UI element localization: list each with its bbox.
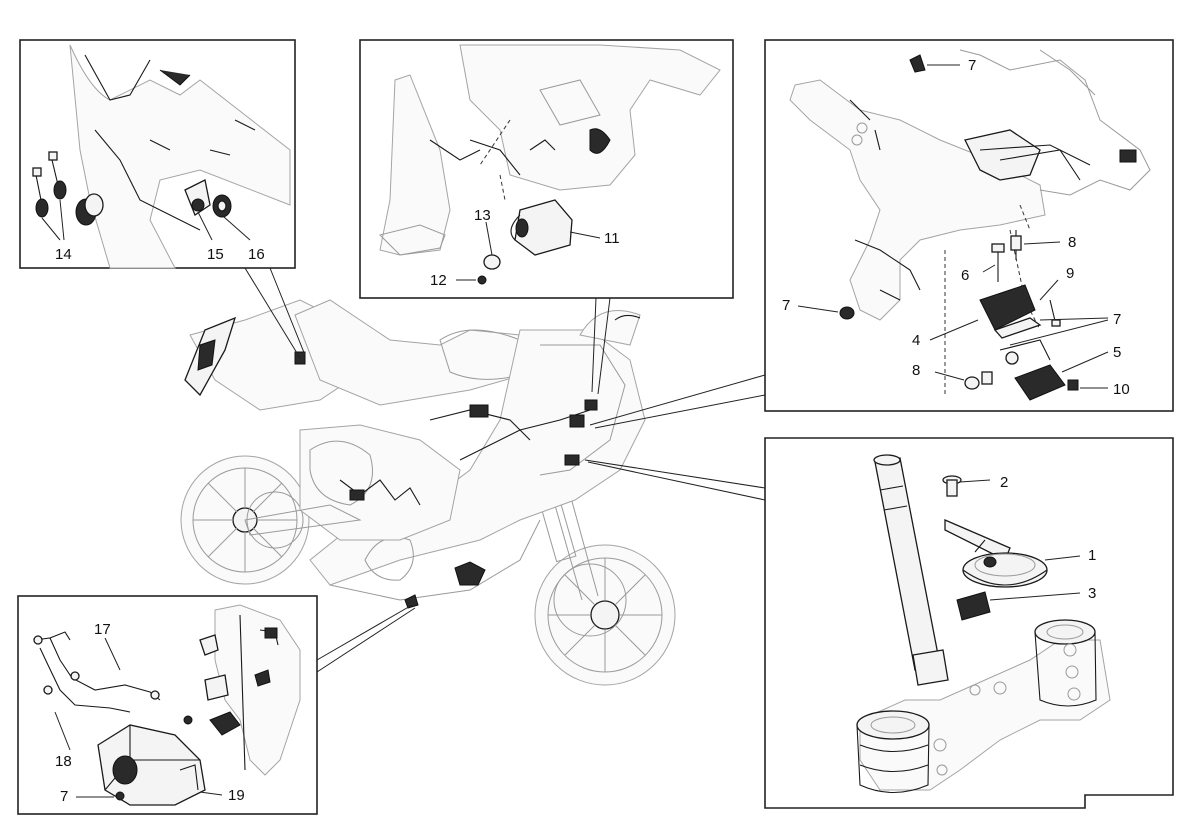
steering-stem [873, 454, 949, 686]
callout-2: 2 [1000, 474, 1008, 491]
bracket-5 [999, 339, 1066, 401]
callout-7-top: 7 [968, 57, 976, 74]
callout-18: 18 [55, 753, 72, 770]
callout-7-left: 7 [782, 297, 790, 314]
panel-top-middle: 11 13 12 [359, 39, 734, 299]
bolt-6 [991, 243, 1005, 282]
callout-3: 3 [1088, 585, 1096, 602]
callout-8-lower: 8 [912, 362, 920, 379]
cable-17-18 [33, 631, 161, 713]
callout-17: 17 [94, 621, 111, 638]
panel-bottom-right: 2 1 3 [764, 437, 1174, 809]
grommet [75, 193, 104, 226]
callout-7-bottom: 7 [60, 788, 68, 805]
callout-15: 15 [207, 246, 224, 263]
nut-7-left [839, 306, 855, 320]
bolt-2 [942, 475, 962, 497]
panel-top-left: 14 15 16 [19, 39, 296, 269]
front-wheel [534, 544, 676, 686]
washer-13 [483, 254, 501, 270]
callout-9: 9 [1066, 265, 1074, 282]
bolts-14 [32, 151, 67, 218]
callout-7-right: 7 [1113, 311, 1121, 328]
mounting-bracket [183, 604, 301, 776]
spacer-8-upper [1010, 230, 1022, 260]
clip-15 [184, 179, 211, 216]
panel-leader-lines [244, 267, 766, 673]
callout-13: 13 [474, 207, 491, 224]
actuator-19 [97, 724, 206, 806]
relay-11 [510, 199, 573, 256]
callout-6: 6 [961, 267, 969, 284]
bushing-16 [212, 194, 232, 218]
motorcycle-illustration [180, 299, 676, 686]
callout-12: 12 [430, 272, 447, 289]
callout-10: 10 [1113, 381, 1130, 398]
callout-8-upper: 8 [1068, 234, 1076, 251]
callout-1: 1 [1088, 547, 1096, 564]
panel-top-right: 7 8 6 9 7 7 4 5 8 10 [764, 39, 1174, 412]
bracket-4 [979, 284, 1042, 339]
callout-16: 16 [248, 246, 265, 263]
callout-4: 4 [912, 332, 920, 349]
callout-11: 11 [604, 230, 620, 247]
nut-10 [1067, 379, 1079, 391]
horn-1 [944, 519, 1048, 588]
callout-14: 14 [55, 246, 72, 263]
panel-bottom-left: 17 18 19 7 [17, 595, 318, 815]
callout-19: 19 [228, 787, 245, 804]
spacer-8-lower [964, 371, 993, 390]
nut-12 [477, 275, 487, 285]
triple-clamp [856, 619, 1111, 793]
bracket-3 [956, 591, 991, 621]
callout-5: 5 [1113, 344, 1121, 361]
nut-7-bottom [115, 791, 125, 801]
